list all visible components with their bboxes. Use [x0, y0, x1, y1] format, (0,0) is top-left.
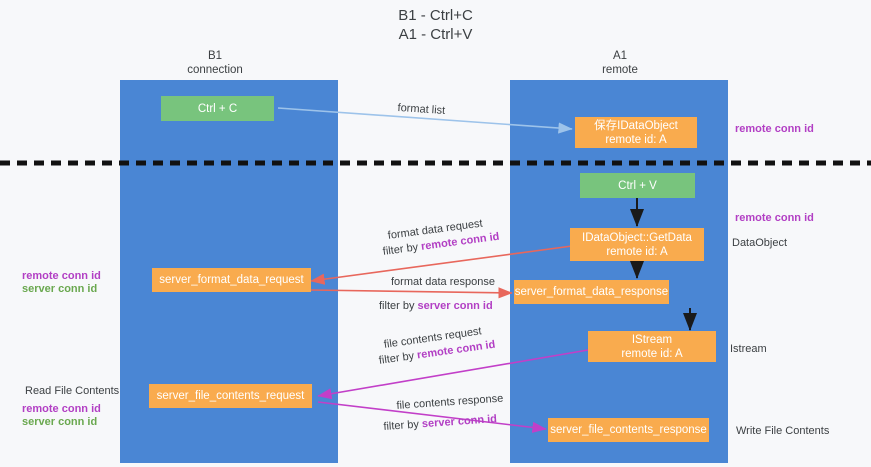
column-header-b1: B1 connection — [150, 49, 280, 77]
box-ctrl-v-label: Ctrl + V — [618, 179, 657, 192]
box-idataobject-getdata[interactable]: IDataObject::GetData remote id: A — [570, 228, 704, 261]
edge-label-format-list: format list — [397, 101, 446, 117]
column-header-b1-name: B1 — [207, 50, 223, 62]
box-ctrl-v[interactable]: Ctrl + V — [580, 173, 695, 198]
filter-prefix: filter by — [378, 349, 418, 367]
filter-prefix: filter by — [383, 418, 423, 433]
box-server-format-data-request-label: server_format_data_request — [159, 274, 304, 286]
side-label-left-server-conn-id-1: server conn id — [22, 283, 98, 295]
box-save-idataobject-line1: 保存IDataObject — [594, 119, 678, 132]
column-header-b1-role: connection — [187, 64, 243, 76]
filter-key-server-conn-id: server conn id — [421, 413, 498, 431]
side-label-dataobject: DataObject — [732, 237, 788, 249]
box-server-format-data-request[interactable]: server_format_data_request — [152, 268, 311, 292]
side-label-read-file-contents: Read File Contents — [25, 385, 120, 397]
box-server-format-data-response[interactable]: server_format_data_response — [514, 280, 669, 304]
diagram-title: B1 - Ctrl+C A1 - Ctrl+V — [0, 6, 871, 44]
side-label-left-server-conn-id-2: server conn id — [22, 416, 98, 428]
side-label-left-remote-conn-id-2: remote conn id — [22, 403, 101, 415]
edge-label-format-data-response-filter: filter by server conn id — [379, 299, 493, 313]
box-istream[interactable]: IStream remote id: A — [588, 331, 716, 362]
box-istream-line1: IStream — [631, 333, 673, 346]
column-header-a1-name: A1 — [612, 50, 628, 62]
box-server-file-contents-response[interactable]: server_file_contents_response — [548, 418, 709, 442]
filter-prefix: filter by — [382, 240, 422, 258]
title-line-1: B1 - Ctrl+C — [398, 7, 473, 24]
edge-label-file-contents-response: file contents response — [396, 392, 504, 412]
edge-label-format-data-response: format data response — [391, 276, 495, 288]
column-header-a1: A1 remote — [555, 49, 685, 77]
box-server-file-contents-request-label: server_file_contents_request — [156, 390, 305, 402]
side-label-write-file-contents: Write File Contents — [736, 425, 830, 437]
box-server-file-contents-request[interactable]: server_file_contents_request — [149, 384, 312, 408]
side-label-right-top-remote-conn-id: remote conn id — [735, 123, 814, 135]
side-label-right-mid-remote-conn-id: remote conn id — [735, 212, 814, 224]
box-ctrl-c[interactable]: Ctrl + C — [161, 96, 274, 121]
box-ctrl-c-label: Ctrl + C — [197, 102, 238, 115]
title-line-2: A1 - Ctrl+V — [398, 26, 473, 43]
box-istream-line2: remote id: A — [621, 347, 683, 360]
edge-label-file-contents-response-filter: filter by server conn id — [383, 412, 497, 434]
side-label-left-remote-conn-id-1: remote conn id — [22, 270, 101, 282]
filter-prefix: filter by — [379, 300, 418, 312]
column-header-a1-role: remote — [602, 64, 638, 76]
box-server-format-data-response-label: server_format_data_response — [514, 286, 669, 298]
box-save-idataobject[interactable]: 保存IDataObject remote id: A — [575, 117, 697, 148]
box-getdata-line1: IDataObject::GetData — [582, 231, 692, 244]
arrow-format-data-response — [310, 287, 513, 299]
box-getdata-line2: remote id: A — [606, 245, 668, 258]
filter-key-server-conn-id: server conn id — [417, 300, 493, 312]
box-server-file-contents-response-label: server_file_contents_response — [550, 424, 707, 436]
box-save-idataobject-line2: remote id: A — [605, 133, 667, 146]
side-label-istream: Istream — [730, 343, 767, 355]
